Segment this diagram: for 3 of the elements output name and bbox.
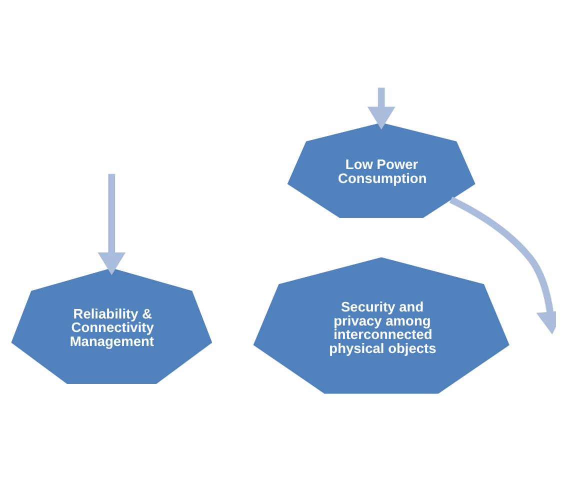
arrow <box>98 173 126 275</box>
arrow <box>367 87 396 130</box>
arrow <box>449 196 556 334</box>
